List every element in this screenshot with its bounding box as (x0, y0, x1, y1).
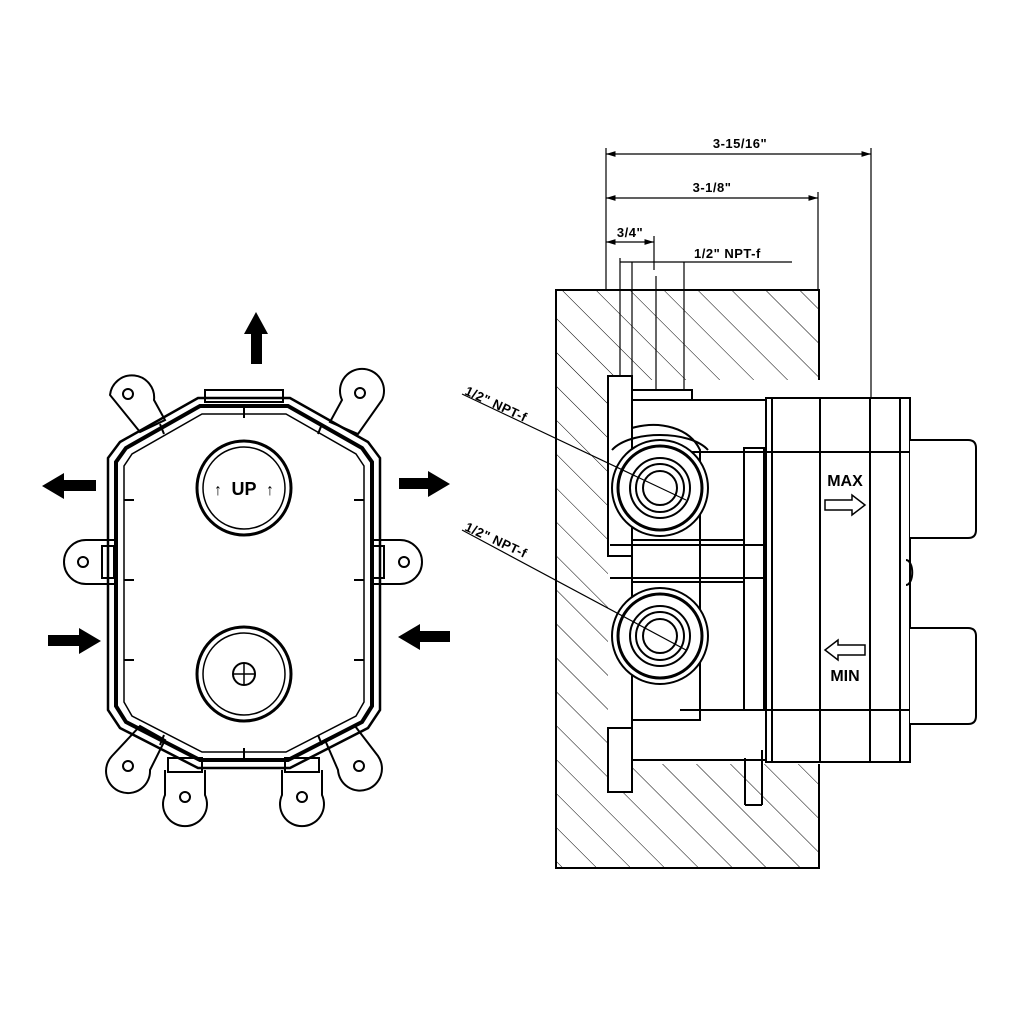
dim-wall-depth: 3-1/8" (693, 180, 732, 195)
cartridge-housing (680, 397, 914, 763)
dim-overall-depth: 3-15/16" (713, 136, 767, 151)
arrow-left-outward-icon (42, 473, 96, 499)
label-connection-top: 1/2" NPT-f (694, 246, 761, 261)
arrow-up-icon (244, 312, 268, 364)
mounting-ear-bottom-inner-left (162, 757, 208, 828)
label-connection-lower-port: 1/2" NPT-f (463, 519, 530, 561)
leader-lower-port (461, 529, 687, 651)
body-tick-marks (124, 406, 364, 760)
mounting-ear-bottom-inner-right (279, 757, 325, 828)
valve-body-inner (114, 404, 374, 762)
arrow-right-inward-icon (48, 628, 101, 654)
mounting-ear-left (63, 539, 115, 585)
dim-inlet-offset: 3/4" (617, 225, 643, 240)
label-connection-upper-port: 1/2" NPT-f (463, 383, 530, 425)
mounting-ear-top-left (108, 374, 167, 434)
min-label: MIN (830, 668, 859, 685)
dimension-lines (605, 148, 872, 400)
top-knob: ↑ UP ↑ (195, 439, 293, 537)
bottom-knob (195, 625, 293, 723)
up-small-arrow-left-icon: ↑ (214, 482, 222, 499)
arrow-right-outward-icon (399, 471, 450, 497)
up-label: UP (231, 479, 256, 499)
mounting-ear-right (371, 539, 423, 585)
outlet-stub-upper (910, 439, 977, 539)
valve-body-outline (106, 396, 382, 770)
outlet-stub-lower (910, 627, 977, 725)
leader-upper-port (461, 393, 687, 501)
arrow-left-inward-icon (398, 624, 450, 650)
side-view: 3-15/16" 3-1/8" 3/4" 1/2" NPT-f (461, 136, 977, 869)
up-small-arrow-right-icon: ↑ (266, 482, 274, 499)
max-arrow-icon (824, 493, 867, 517)
top-tab (204, 389, 284, 403)
max-label: MAX (827, 473, 863, 490)
front-view: ↑ UP ↑ (42, 312, 450, 828)
min-arrow-icon (823, 638, 866, 662)
mounting-ear-top-right (328, 367, 385, 436)
